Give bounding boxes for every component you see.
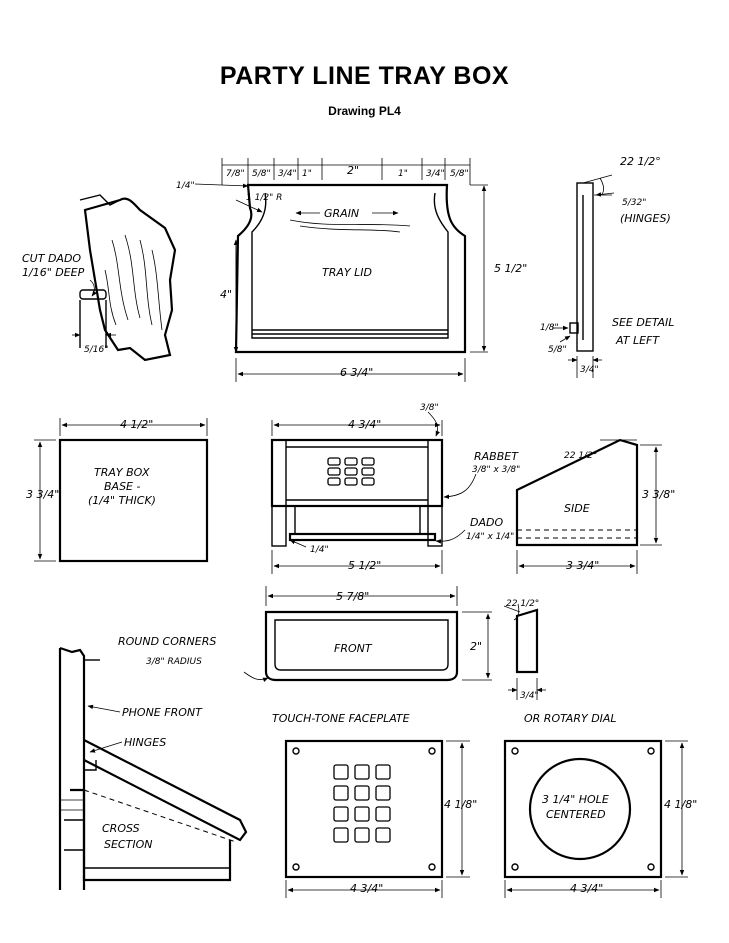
dado-depth-dim: 5/16" [84, 345, 108, 355]
front-label: FRONT [334, 642, 373, 655]
tray-lid [194, 158, 488, 382]
base-label-3: (1/4" THICK) [88, 494, 156, 507]
cut-dado-label: CUT DADO [22, 252, 81, 265]
tray-box-front-view [270, 411, 477, 574]
tray-lid-label: TRAY LID [322, 266, 372, 279]
keypad-button [375, 827, 391, 843]
lid-dim-4: 1" [302, 169, 312, 179]
round-corners-radius: 3/8" RADIUS [146, 657, 202, 667]
keypad-button [333, 827, 349, 843]
dado-dim: 1/4" x 1/4" [466, 532, 514, 542]
cross-section-label-2: SECTION [104, 838, 152, 851]
hole-label-2: CENTERED [546, 808, 606, 821]
front-profile [503, 603, 546, 700]
keypad-button [375, 806, 391, 822]
base-width-dim: 4 1/2" [120, 418, 153, 431]
grain-label: GRAIN [324, 207, 359, 220]
front-thickness-dim: 3/4" [520, 691, 539, 701]
side-height-dim: 3 3/8" [642, 488, 675, 501]
keypad-button [344, 457, 358, 466]
keypad-button [361, 467, 375, 476]
tray-box-base [34, 418, 209, 563]
side-thickness-dim: 3/4" [580, 365, 599, 375]
lid-side-angle: 22 1/2° [620, 155, 661, 168]
side-width-dim: 3 3/4" [566, 559, 599, 572]
front-piece [243, 586, 492, 682]
base-label: TRAY BOX [94, 466, 150, 479]
base-height-dim: 3 3/4" [26, 488, 59, 501]
cross-section [58, 646, 248, 890]
front-height-dim: 2" [470, 640, 482, 653]
see-detail-label-2: AT LEFT [615, 334, 660, 347]
keypad-button [333, 785, 349, 801]
lid-quarter-dim: 1/4" [176, 181, 195, 191]
keypad-button [327, 457, 341, 466]
side-depth-dim: 5/8" [548, 345, 567, 355]
hinges-label: (HINGES) [620, 212, 671, 225]
lid-width-dim: 6 3/4" [340, 366, 373, 379]
phone-front-label: PHONE FRONT [122, 706, 203, 719]
drawing-title: PARTY LINE TRAY BOX [219, 62, 510, 90]
lid-dim-1: 7/8" [226, 169, 245, 179]
keypad-button [354, 806, 370, 822]
rotary-label: OR ROTARY DIAL [524, 712, 617, 725]
box-top-width-dim: 4 3/4" [348, 418, 381, 431]
keypad-button [361, 457, 375, 466]
faceplate-keypad [333, 764, 391, 843]
lid-dim-5: 2" [347, 164, 359, 177]
touch-height-dim: 4 1/8" [444, 798, 477, 811]
keypad-button [327, 477, 341, 486]
keypad-button [375, 785, 391, 801]
box-bottom-width-dim: 5 1/2" [348, 559, 381, 572]
lid-dim-7: 3/4" [426, 169, 445, 179]
dado-label: DADO [470, 516, 503, 529]
side-piece [515, 438, 662, 574]
keypad-button [333, 764, 349, 780]
hinges-callout: HINGES [124, 736, 166, 749]
lid-height-dim: 4" [220, 288, 232, 301]
lid-dim-8: 5/8" [450, 169, 469, 179]
keypad-button [361, 477, 375, 486]
keypad-button [344, 477, 358, 486]
keypad-button [354, 827, 370, 843]
cross-section-label: CROSS [102, 822, 140, 835]
touch-tone-label: TOUCH-TONE FACEPLATE [272, 712, 410, 725]
side-gap-dim: 1/8" [540, 323, 559, 333]
keypad-button [327, 467, 341, 476]
lid-dim-6: 1" [398, 169, 408, 179]
keypad-button [375, 764, 391, 780]
box-quarter-dim: 1/4" [310, 545, 329, 555]
side-angle-dim: 22 1/2° [564, 451, 597, 461]
keypad-button [344, 467, 358, 476]
round-corners-label: ROUND CORNERS [118, 635, 216, 648]
rotary-dial-faceplate [503, 739, 688, 898]
rotary-width-dim: 4 3/4" [570, 882, 603, 895]
side-label: SIDE [564, 502, 590, 515]
hinges-dim: 5/32" [622, 198, 646, 208]
lid-side-height-dim: 5 1/2" [494, 262, 527, 275]
lid-dim-3: 3/4" [278, 169, 297, 179]
box-keypad [327, 457, 375, 486]
box-top-offset-dim: 3/8" [420, 403, 439, 413]
rabbet-dim: 3/8" x 3/8" [472, 465, 520, 475]
rabbet-label: RABBET [474, 450, 519, 463]
see-detail-label: SEE DETAIL [612, 316, 674, 329]
front-angle-dim: 22 1/2° [506, 599, 539, 609]
dado-detail [72, 194, 177, 362]
front-width-dim: 5 7/8" [336, 590, 369, 603]
cut-dado-depth: 1/16" DEEP [22, 266, 85, 279]
keypad-button [354, 764, 370, 780]
touch-tone-faceplate [284, 739, 470, 898]
lid-radius-dim: 1 1/2" R [246, 193, 282, 203]
rotary-height-dim: 4 1/8" [664, 798, 697, 811]
base-label-2: BASE - [104, 480, 141, 493]
keypad-button [354, 785, 370, 801]
lid-side-view [552, 174, 615, 378]
hole-label: 3 1/4" HOLE [542, 793, 609, 806]
touch-width-dim: 4 3/4" [350, 882, 383, 895]
keypad-button [333, 806, 349, 822]
lid-dim-2: 5/8" [252, 169, 271, 179]
drawing-subtitle: Drawing PL4 [328, 104, 401, 118]
